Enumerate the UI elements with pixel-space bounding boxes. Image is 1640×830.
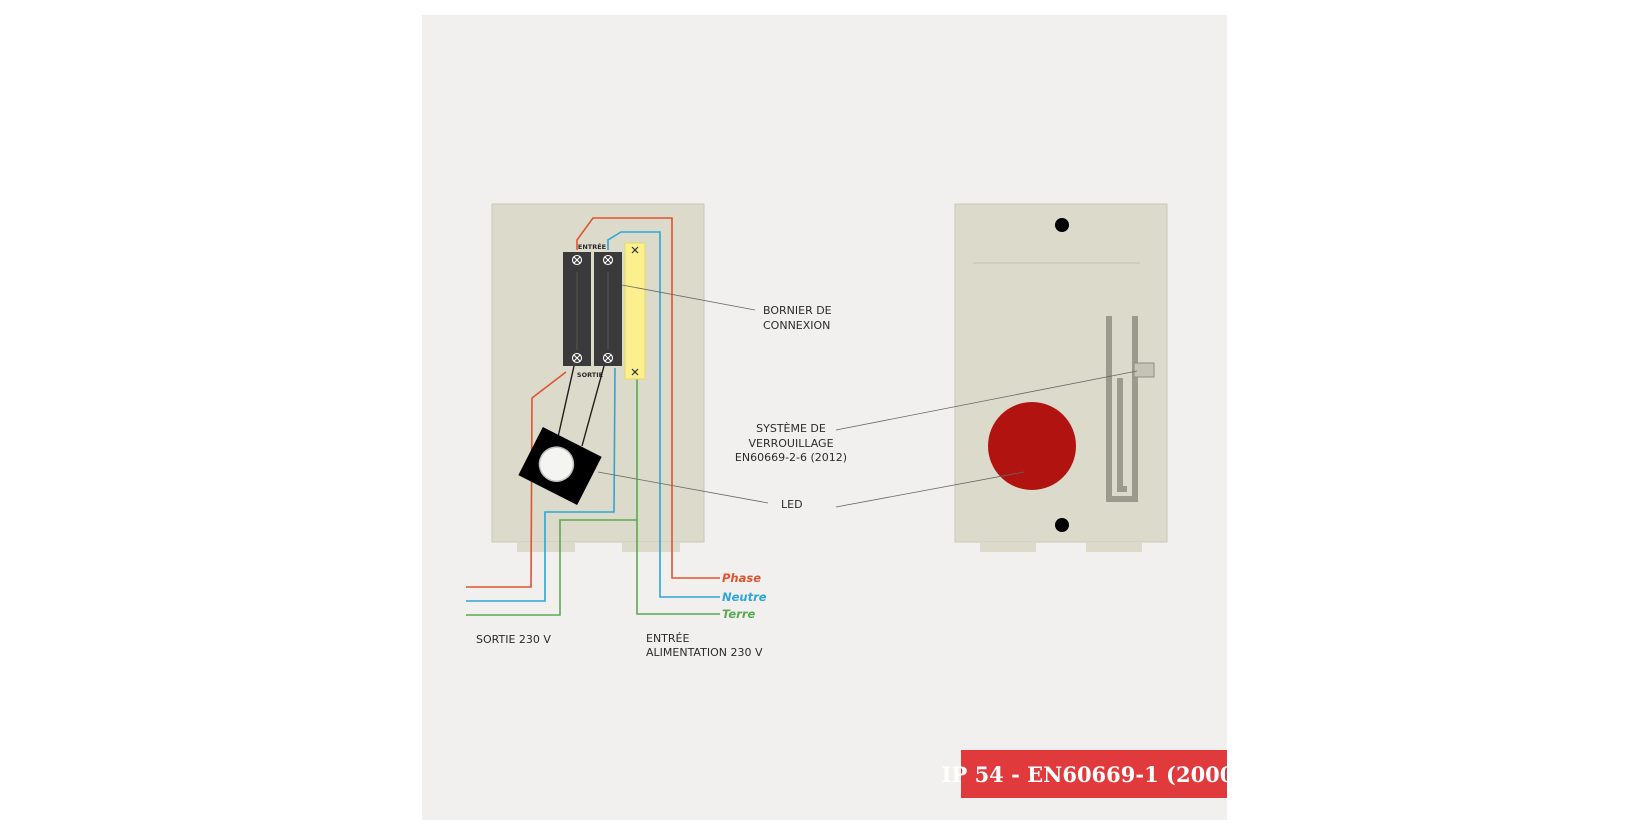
- callout-line-bornier: [621, 284, 756, 311]
- lock-rail-bottom: [1106, 496, 1138, 502]
- callout-verrou-line2: VERROUILLAGE: [748, 437, 833, 450]
- right-box: [954, 203, 1168, 552]
- screw-hole-bottom-icon: [1055, 518, 1069, 532]
- callout-led: LED: [781, 498, 803, 511]
- callout-bornier-line2: CONNEXION: [763, 319, 830, 332]
- lock-latch: [1133, 362, 1155, 378]
- led-bulb-icon: [538, 446, 575, 482]
- callout-verrou-line3: EN60669-2-6 (2012): [735, 451, 847, 464]
- screw-icons: [571, 254, 614, 364]
- terre-output-wire: [466, 519, 637, 616]
- screw-icon: [571, 352, 583, 364]
- left-box-foot-2: [622, 542, 680, 552]
- badge-text: IP 54 - EN60669-1 (2000): [942, 762, 1245, 787]
- led-indicator: [988, 402, 1076, 490]
- terminal-entree-label: ENTRÉE: [578, 242, 606, 251]
- screw-hole-top-icon: [1055, 218, 1069, 232]
- right-box-body: [954, 203, 1168, 543]
- led-wire-2: [581, 365, 605, 447]
- callout-lines: [597, 284, 1138, 508]
- led-wires: [555, 365, 605, 447]
- wire-label-terre: Terre: [722, 607, 756, 621]
- screw-icon: [602, 352, 614, 364]
- earth-screw-icon: [631, 368, 639, 376]
- earth-screw-icon: [631, 246, 639, 254]
- lock-rail-right: [1132, 316, 1138, 502]
- terminal-sortie-label: SORTIE: [577, 371, 603, 379]
- neutre-input-wire: [607, 231, 720, 598]
- earth-screw-icons: [631, 246, 639, 376]
- ip-rating-badge: IP 54 - EN60669-1 (2000): [942, 750, 1245, 798]
- phase-output-wire: [466, 371, 567, 588]
- badge-background: [961, 750, 1227, 798]
- wire-label-neutre: Neutre: [722, 590, 767, 604]
- phase-input-wire: [576, 217, 720, 579]
- terminal-block: ENTRÉE SORTIE: [563, 242, 646, 380]
- screw-icon: [602, 254, 614, 266]
- terre-input-wire: [636, 375, 720, 615]
- right-box-foot-2: [1086, 542, 1142, 552]
- led-module: [518, 426, 602, 506]
- screw-icon: [571, 254, 583, 266]
- callout-line-led-right: [835, 471, 1025, 508]
- lock-slider-foot: [1117, 486, 1127, 492]
- callout-line-verrou: [835, 370, 1138, 431]
- led-wire-1: [555, 365, 575, 447]
- locking-system: [1106, 316, 1155, 502]
- sortie-label: SORTIE 230 V: [476, 633, 551, 646]
- wire-label-phase: Phase: [722, 571, 761, 585]
- wires: [466, 217, 720, 616]
- entree-label-line1: ENTRÉE: [646, 632, 689, 645]
- left-box-foot-1: [517, 542, 575, 552]
- right-box-foot-1: [980, 542, 1036, 552]
- entree-label-line2: ALIMENTATION 230 V: [646, 646, 763, 659]
- callout-bornier-line1: BORNIER DE: [763, 304, 832, 317]
- earth-terminal: [624, 242, 646, 380]
- callout-line-led-left: [597, 471, 769, 504]
- callout-verrou-line1: SYSTÈME DE: [756, 422, 826, 435]
- lock-slider-bar: [1117, 378, 1123, 492]
- neutre-output-wire: [466, 367, 616, 602]
- lock-rail-left: [1106, 316, 1112, 502]
